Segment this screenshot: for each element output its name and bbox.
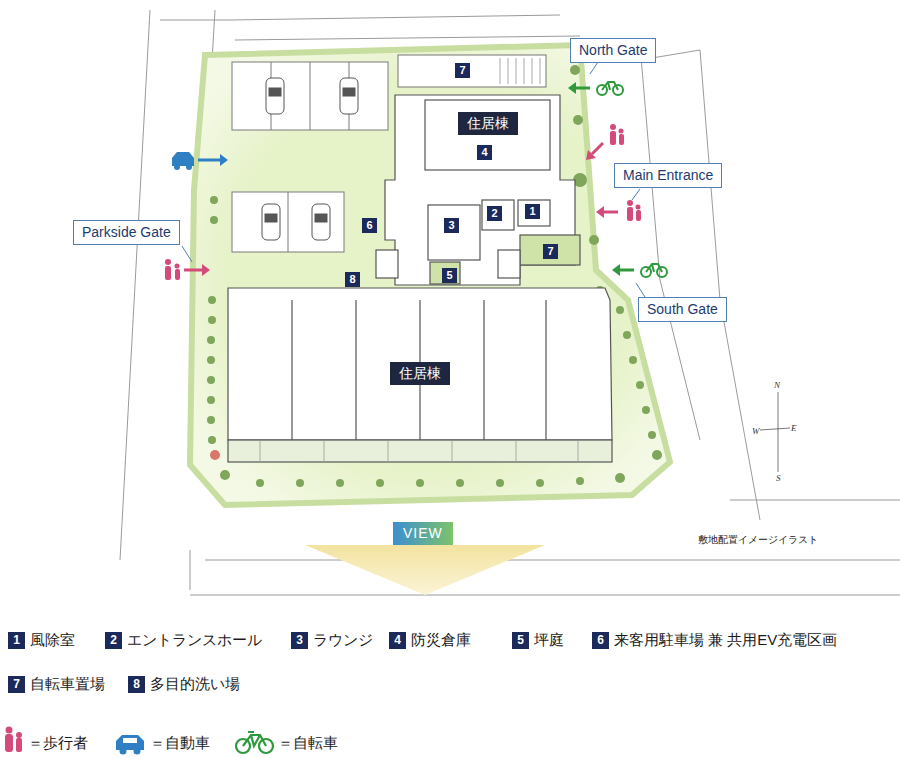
node-text: 住居棟	[467, 115, 509, 132]
flower-tree	[210, 450, 220, 460]
legend-number: 8	[128, 676, 145, 693]
legend-number: 6	[592, 632, 609, 649]
pedestrian-icons	[165, 124, 641, 280]
node-text: Main Entrance	[623, 167, 713, 184]
bike-racks	[500, 58, 540, 84]
node-text: South Gate	[647, 301, 718, 318]
building-outlines	[228, 95, 612, 462]
compass-letter: E	[791, 423, 797, 433]
legend-text: 来客用駐車場 兼 共用EV充電区画	[614, 631, 837, 649]
legend-text: 防災倉庫	[411, 631, 471, 649]
legend-text: ＝自動車	[150, 734, 210, 752]
legend-text: 坪庭	[534, 631, 564, 649]
node-text: 住居棟	[399, 365, 441, 382]
callout-number: 1	[525, 204, 540, 219]
callout-number: 3	[444, 218, 459, 233]
legend-number: 3	[291, 632, 308, 649]
legend-text: エントランスホール	[127, 631, 262, 649]
callout-number: 5	[442, 268, 457, 283]
callout-number: 6	[362, 218, 377, 233]
access-arrows	[184, 82, 634, 276]
legend-number: 1	[8, 632, 25, 649]
compass	[760, 392, 790, 472]
node-text: North Gate	[579, 42, 647, 59]
entrance-callout: Main Entrance	[614, 163, 722, 188]
leader-lines	[182, 62, 645, 297]
gate-callout: South Gate	[638, 297, 727, 322]
legend-text: 自転車置場	[30, 675, 105, 693]
callout-number: 8	[345, 272, 360, 287]
legend-text: 風除室	[30, 631, 75, 649]
callout-number: 2	[487, 206, 502, 221]
bike-parking	[398, 55, 546, 87]
building-label: 住居棟	[458, 112, 518, 135]
node-text: VIEW	[403, 525, 443, 542]
legend-icons	[5, 727, 273, 755]
legend-number: 5	[512, 632, 529, 649]
site-greenery	[190, 45, 670, 505]
illustration-note: 敷地配置イメージイラスト	[698, 533, 818, 547]
legend-text: ラウンジ	[313, 631, 373, 649]
callout-number: 7	[455, 63, 470, 78]
compass-letter: S	[776, 473, 781, 483]
legend-text: ＝歩行者	[28, 734, 88, 752]
legend-text: ＝自転車	[278, 734, 338, 752]
legend-number: 2	[105, 632, 122, 649]
view-fan	[305, 545, 545, 595]
building-label: 住居棟	[390, 362, 450, 385]
gate-callout: North Gate	[570, 38, 656, 63]
callout-number: 7	[543, 244, 558, 259]
node-text: Parkside Gate	[82, 224, 171, 241]
road-lines	[120, 10, 900, 595]
parking	[232, 62, 388, 252]
balcony-lines	[260, 440, 578, 462]
compass-letter: N	[774, 380, 780, 390]
legend-text: 多目的洗い場	[150, 675, 240, 693]
parked-cars	[262, 78, 358, 240]
callout-number: 4	[477, 145, 492, 160]
view-badge: VIEW	[393, 522, 453, 545]
legend-number: 4	[389, 632, 406, 649]
car-icon	[172, 152, 194, 170]
legend-number: 7	[8, 676, 25, 693]
gate-callout: Parkside Gate	[73, 220, 180, 245]
compass-letter: W	[752, 426, 760, 436]
